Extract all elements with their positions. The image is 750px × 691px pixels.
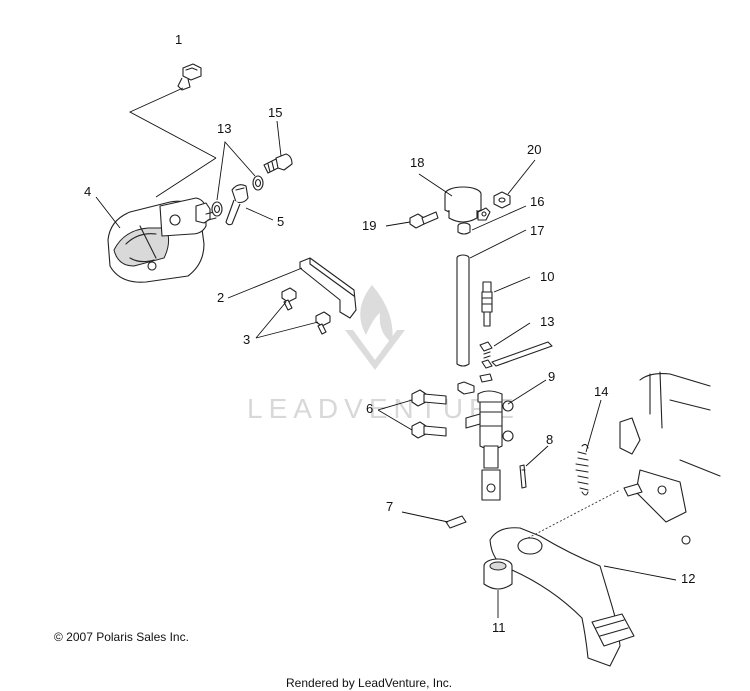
part-9-master-cylinder xyxy=(465,390,514,501)
part-15-banjo-bolt xyxy=(263,153,293,174)
part-20-nut xyxy=(493,191,511,209)
part-3-bolts xyxy=(281,287,331,335)
part-2-bracket xyxy=(299,257,357,319)
callout-14: 14 xyxy=(594,384,608,399)
callout-11: 11 xyxy=(492,620,506,635)
part-6-bolts xyxy=(411,389,447,439)
callout-13-upper: 13 xyxy=(217,121,231,136)
part-13-washers-upper xyxy=(211,175,264,217)
part-hose-clamp xyxy=(457,381,475,395)
callout-8: 8 xyxy=(546,432,553,447)
part-5-banjo xyxy=(225,184,249,226)
part-17-hose xyxy=(456,254,470,367)
part-8-pin xyxy=(519,464,527,489)
part-14-spring xyxy=(575,443,589,496)
callout-9: 9 xyxy=(548,369,555,384)
part-13-rod-assembly xyxy=(479,341,553,383)
callout-2: 2 xyxy=(217,290,224,305)
callout-20: 20 xyxy=(527,142,541,157)
copyright-text: © 2007 Polaris Sales Inc. xyxy=(54,630,189,644)
callout-7: 7 xyxy=(386,499,393,514)
callout-19: 19 xyxy=(362,218,376,233)
part-16-clamp xyxy=(457,222,471,235)
callout-16: 16 xyxy=(530,194,544,209)
callout-13-middle: 13 xyxy=(540,314,554,329)
part-11-bushing xyxy=(483,558,513,590)
callout-10: 10 xyxy=(540,269,554,284)
rendered-by-text: Rendered by LeadVenture, Inc. xyxy=(286,676,452,690)
part-19-bolt xyxy=(409,211,439,229)
callout-6: 6 xyxy=(366,401,373,416)
callout-12: 12 xyxy=(681,571,695,586)
frame-mount xyxy=(619,371,721,545)
part-7-pin xyxy=(445,515,467,529)
callout-4: 4 xyxy=(84,184,91,199)
callout-5: 5 xyxy=(277,214,284,229)
part-12-brake-pedal xyxy=(489,527,635,667)
part-1-bolt xyxy=(177,63,202,91)
callout-3: 3 xyxy=(243,332,250,347)
callout-15: 15 xyxy=(268,105,282,120)
part-18-reservoir xyxy=(444,186,491,223)
callout-1: 1 xyxy=(175,32,182,47)
part-10-pushrod xyxy=(481,281,493,327)
callout-18: 18 xyxy=(410,155,424,170)
part-4-caliper xyxy=(107,197,217,283)
callout-17: 17 xyxy=(530,223,544,238)
